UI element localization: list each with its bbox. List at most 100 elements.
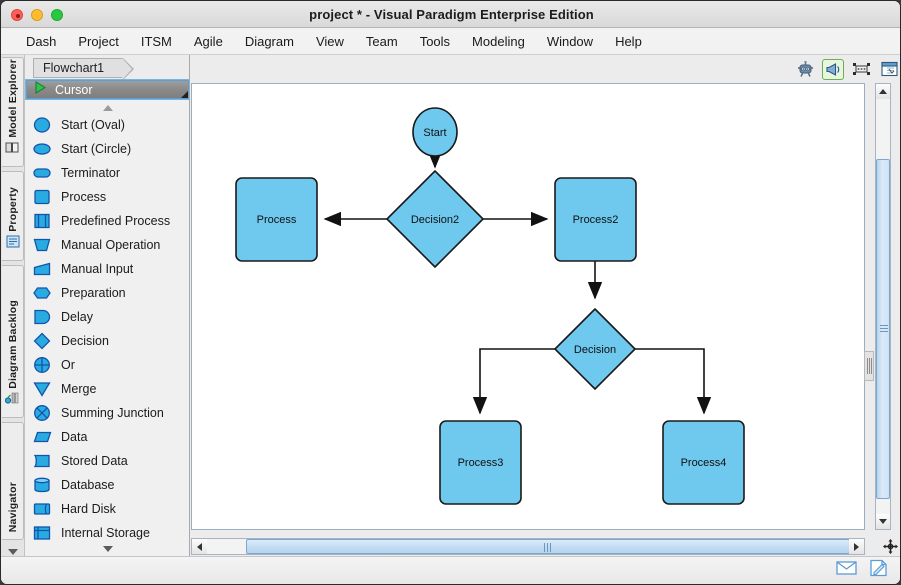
- palette-item-summing-junction[interactable]: Summing Junction: [25, 401, 189, 425]
- sidebar-tab-model-explorer[interactable]: Model Explorer: [2, 57, 24, 167]
- book-icon: [5, 141, 20, 159]
- palette-item-label: Internal Storage: [61, 526, 150, 540]
- sidebar-tab-property[interactable]: Property: [2, 171, 24, 261]
- palette-item-manual-operation[interactable]: Manual Operation: [25, 233, 189, 257]
- palette-item-start-oval[interactable]: Start (Oval): [25, 113, 189, 137]
- menu-item-itsm[interactable]: ITSM: [140, 33, 172, 49]
- menu-item-tools[interactable]: Tools: [419, 33, 451, 49]
- hard-disk-icon: [33, 500, 53, 518]
- fit-selection-icon[interactable]: [850, 59, 872, 80]
- diagram-node-start[interactable]: Start: [412, 107, 458, 157]
- minimize-button[interactable]: [31, 9, 43, 21]
- palette-item-label: Stored Data: [61, 454, 128, 468]
- delay-icon: [33, 308, 53, 326]
- decision-icon: [33, 332, 53, 350]
- start-oval-icon: [33, 116, 53, 134]
- palette-item-internal-storage[interactable]: Internal Storage: [25, 521, 189, 545]
- diagram-node-decision[interactable]: Decision: [554, 308, 636, 390]
- summing-junction-icon: [33, 404, 53, 422]
- sidebar-tab-label: Property: [6, 187, 19, 232]
- palette-item-decision[interactable]: Decision: [25, 329, 189, 353]
- menu-item-agile[interactable]: Agile: [193, 33, 223, 49]
- palette-item-manual-input[interactable]: Manual Input: [25, 257, 189, 281]
- node-label: Decision: [574, 344, 616, 356]
- menu-item-view[interactable]: View: [315, 33, 344, 49]
- palette-item-or[interactable]: Or: [25, 353, 189, 377]
- palette-item-start-circle[interactable]: Start (Circle): [25, 137, 189, 161]
- process-icon: [33, 188, 53, 206]
- menu-item-team[interactable]: Team: [365, 33, 398, 49]
- palette-item-hard-disk[interactable]: Hard Disk: [25, 497, 189, 521]
- palette-item-process[interactable]: Process: [25, 185, 189, 209]
- panel-splitter-handle[interactable]: [864, 351, 874, 381]
- palette-item-label: Data: [61, 430, 88, 444]
- palette-item-label: Database: [61, 478, 115, 492]
- menu-item-help[interactable]: Help: [615, 33, 642, 49]
- canvas-horizontal-scrollbar[interactable]: [191, 538, 865, 555]
- menu-item-modeling[interactable]: Modeling: [472, 33, 525, 49]
- sidebar-tab-label: Diagram Backlog: [6, 300, 19, 389]
- scroll-down-arrow-icon[interactable]: [876, 514, 890, 529]
- palette-item-list: Start (Oval) Start (Circle) Terminator: [25, 113, 189, 545]
- diagram-node-process4[interactable]: Process4: [662, 420, 745, 505]
- sidebar-tab-diagram-backlog[interactable]: Diagram Backlog: [2, 265, 24, 418]
- sidebar-tab-navigator[interactable]: Navigator: [2, 422, 24, 540]
- palette-item-label: Start (Circle): [61, 142, 132, 156]
- diagram-tab-row: Flowchart1: [25, 55, 189, 80]
- palette-scroll-down-icon[interactable]: [25, 542, 189, 556]
- megaphone-icon[interactable]: [822, 58, 844, 80]
- palette-item-label: Preparation: [61, 286, 126, 300]
- diagram-node-process2[interactable]: Process2: [554, 177, 637, 262]
- title-bar: project * - Visual Paradigm Enterprise E…: [1, 1, 900, 28]
- sidebar-tab-label: Navigator: [6, 481, 19, 532]
- view-tab-strip: Model Explorer Property: [1, 55, 25, 558]
- diagram-node-process3[interactable]: Process3: [439, 420, 522, 505]
- internal-storage-icon: [33, 524, 53, 542]
- canvas-vertical-scrollbar[interactable]: [875, 83, 891, 530]
- diagram-tab-label: Flowchart1: [43, 61, 105, 75]
- menu-item-dash[interactable]: Dash: [26, 33, 57, 49]
- palette-item-label: Manual Input: [61, 262, 134, 276]
- close-button[interactable]: [11, 9, 23, 21]
- envelope-icon[interactable]: [836, 560, 857, 581]
- palette-item-cursor[interactable]: Cursor: [25, 79, 189, 100]
- scroll-right-arrow-icon[interactable]: [849, 539, 864, 554]
- palette-item-label: Start (Oval): [61, 118, 125, 132]
- note-pen-icon[interactable]: [869, 559, 888, 582]
- pan-move-icon[interactable]: [880, 537, 900, 556]
- merge-icon: [33, 380, 53, 398]
- menu-item-project[interactable]: Project: [78, 33, 119, 49]
- palette-item-label: Merge: [61, 382, 97, 396]
- palette-item-label: Manual Operation: [61, 238, 161, 252]
- diagram-node-process[interactable]: Process: [235, 177, 318, 262]
- view-tabs-more-icon[interactable]: [8, 549, 18, 555]
- horizontal-scrollbar-thumb[interactable]: [246, 539, 850, 554]
- palette-item-predefined-process[interactable]: Predefined Process: [25, 209, 189, 233]
- zoom-button[interactable]: [51, 9, 63, 21]
- palette-item-label: Summing Junction: [61, 406, 164, 420]
- palette-item-merge[interactable]: Merge: [25, 377, 189, 401]
- palette-item-preparation[interactable]: Preparation: [25, 281, 189, 305]
- main-body: Model Explorer Property: [1, 55, 900, 558]
- palette-item-label: Decision: [61, 334, 109, 348]
- palette-item-delay[interactable]: Delay: [25, 305, 189, 329]
- scroll-up-arrow-icon[interactable]: [876, 84, 890, 99]
- database-icon: [33, 476, 53, 494]
- menu-item-diagram[interactable]: Diagram: [244, 33, 294, 49]
- diagram-node-decision2[interactable]: Decision2: [386, 170, 484, 268]
- robot-assistant-icon[interactable]: [794, 59, 816, 80]
- vertical-scrollbar-thumb[interactable]: [876, 159, 890, 499]
- menu-item-window[interactable]: Window: [546, 33, 594, 49]
- diagram-canvas[interactable]: Start Decision2 Process Process2: [191, 83, 865, 530]
- palette-item-database[interactable]: Database: [25, 473, 189, 497]
- menu-bar: Dash Project ITSM Agile Diagram View Tea…: [1, 28, 900, 55]
- edge-decision-to-process3: [472, 348, 555, 415]
- palette-item-stored-data[interactable]: Stored Data: [25, 449, 189, 473]
- palette-item-data[interactable]: Data: [25, 425, 189, 449]
- palette-scroll-up-icon[interactable]: [25, 101, 189, 115]
- window-controls: [11, 9, 63, 21]
- show-panel-icon[interactable]: [878, 59, 900, 80]
- scroll-left-arrow-icon[interactable]: [192, 539, 207, 554]
- palette-item-terminator[interactable]: Terminator: [25, 161, 189, 185]
- diagram-tab-flowchart1[interactable]: Flowchart1: [33, 58, 135, 80]
